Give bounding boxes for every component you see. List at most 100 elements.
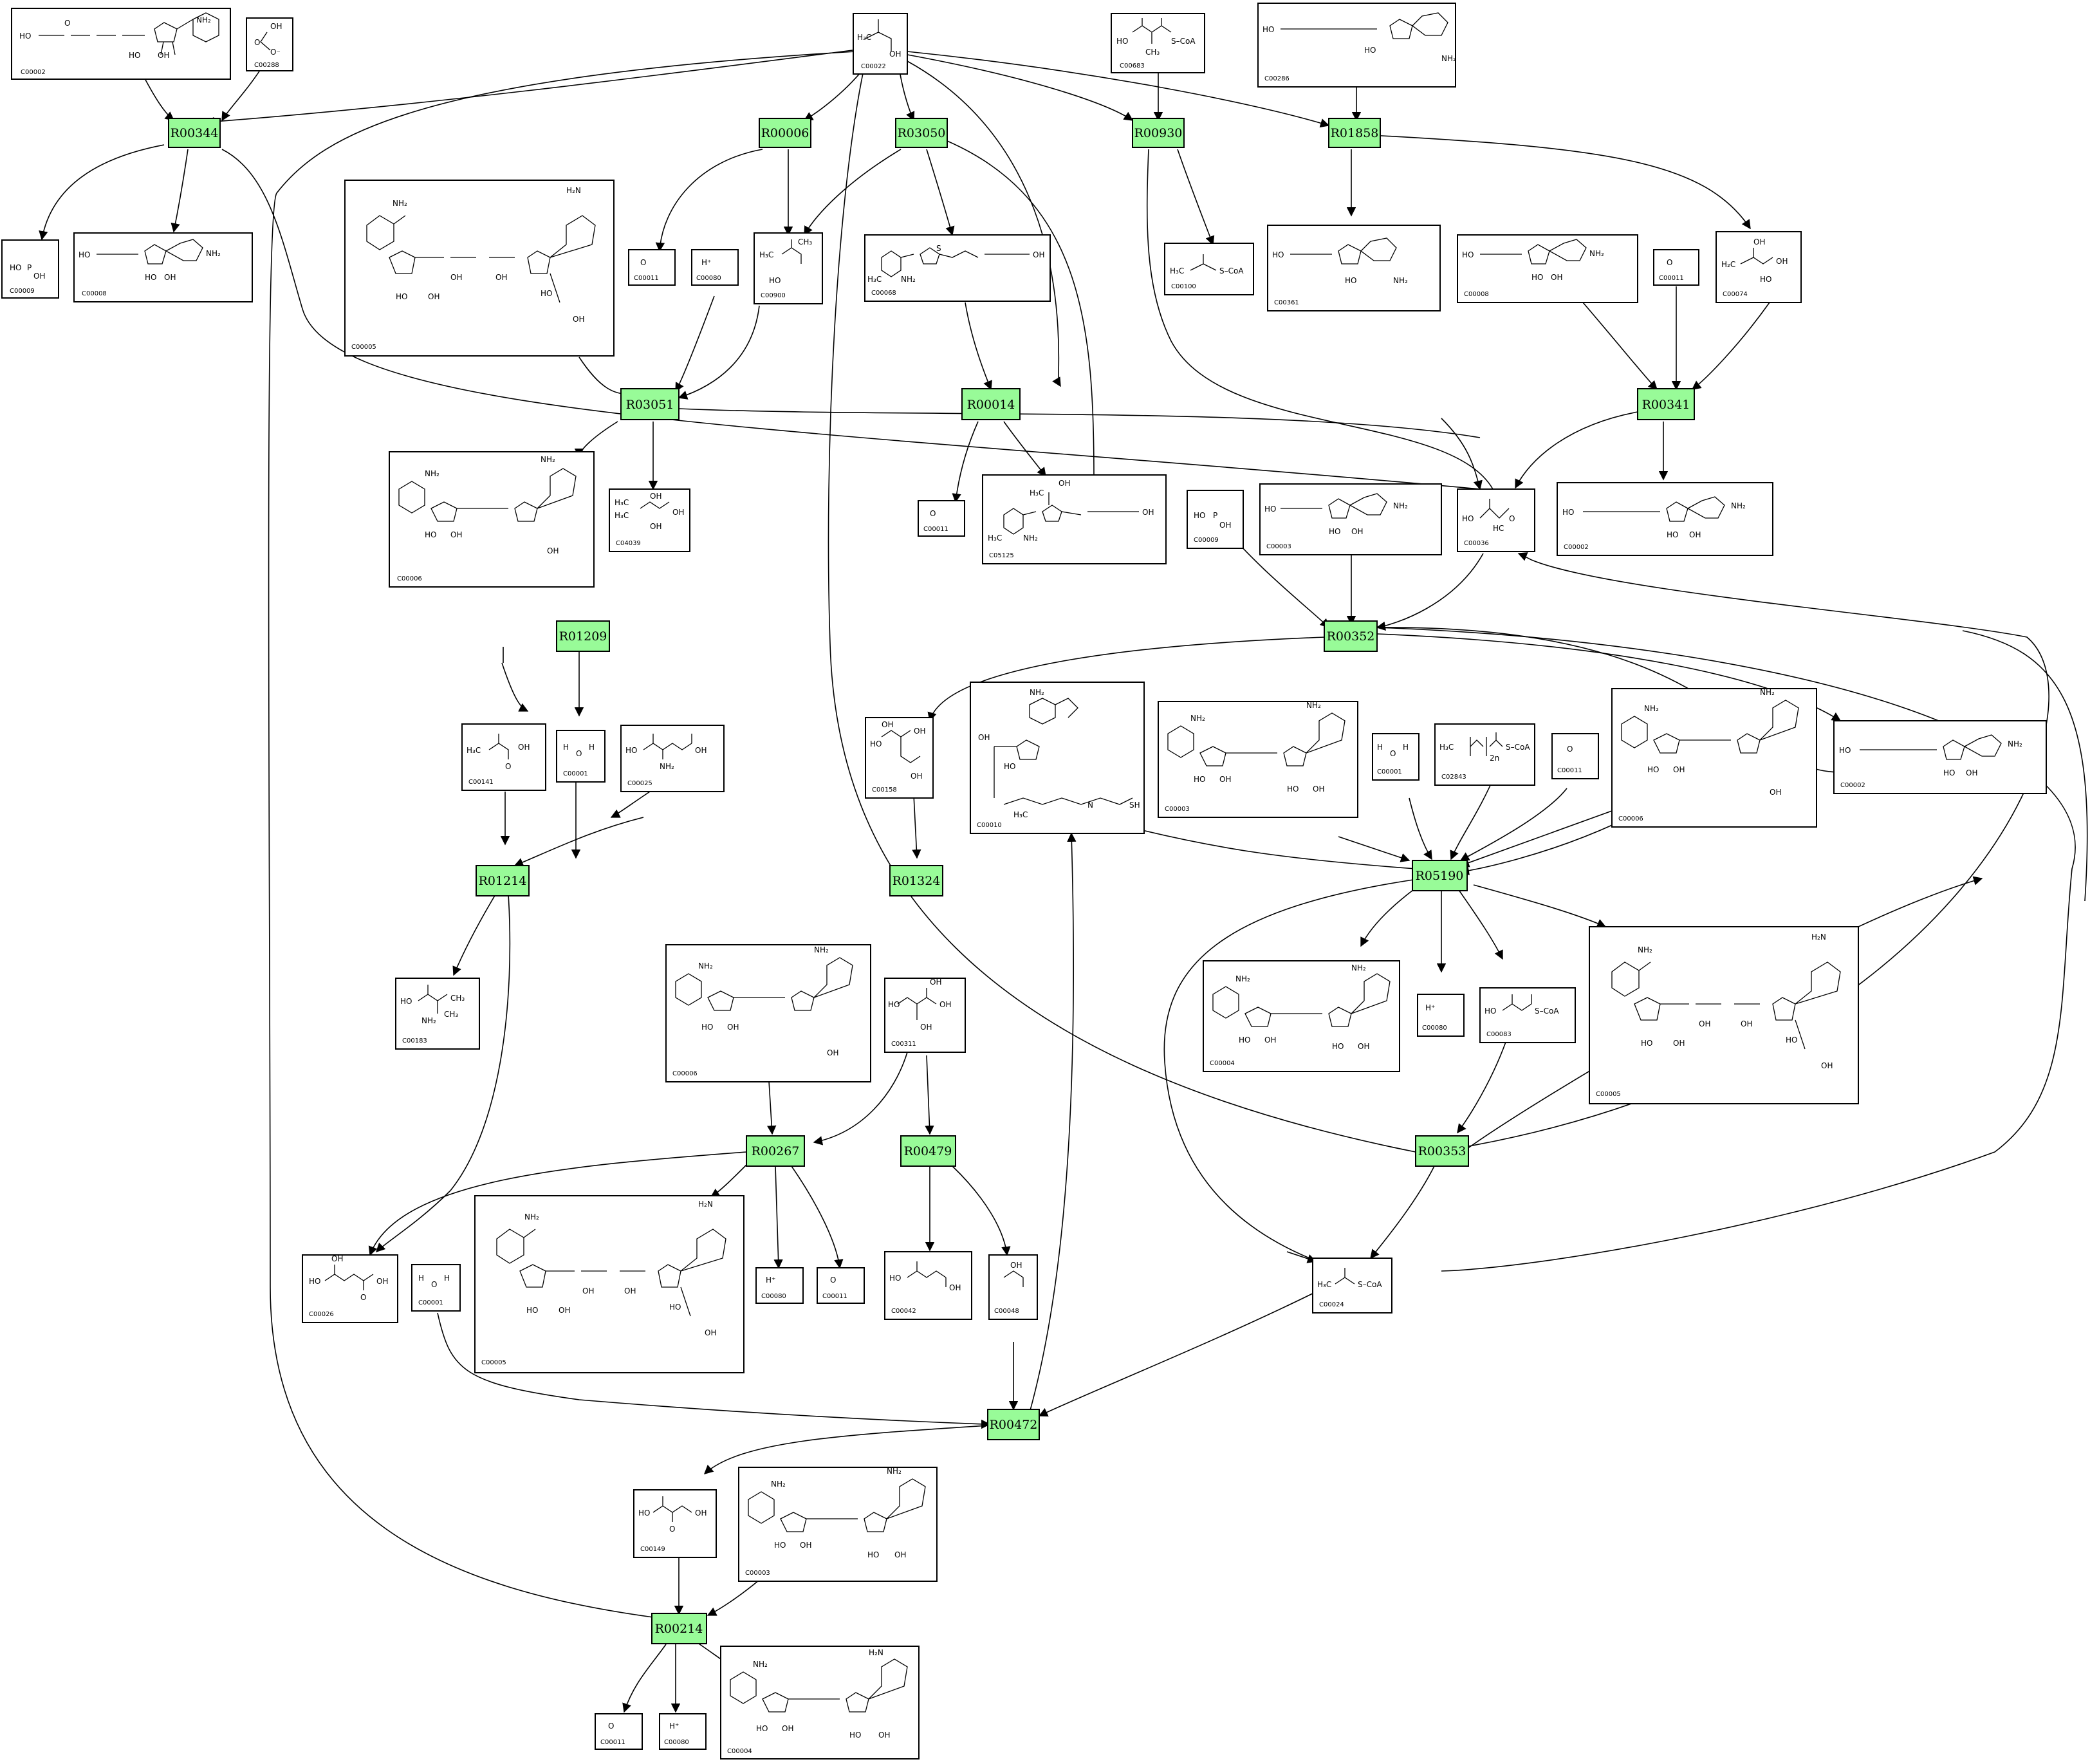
- compound-C00004[interactable]: NH₂ NH₂ HO OH HO OH C00004: [1203, 960, 1400, 1072]
- compound-C00008[interactable]: HO NH₂ HO OH C00008: [1457, 234, 1638, 303]
- compound-C00683[interactable]: HO S–CoA CH₃ C00683: [1111, 13, 1205, 73]
- compound-C00286[interactable]: HO NH₂ HO C00286: [1257, 3, 1456, 88]
- compound-C00006[interactable]: NH₂ NH₂ HO OH OH C00006: [665, 944, 871, 1082]
- atom-label: HO: [1264, 505, 1276, 514]
- compound-C05125[interactable]: H₃C OH H₃C NH₂ OH C05125: [982, 474, 1167, 564]
- reaction-label: R00344: [171, 126, 219, 140]
- compound-C00002[interactable]: HO NH₂ HO OH C00002: [1833, 720, 2047, 794]
- compound-C00011[interactable]: O C00011: [1551, 733, 1599, 779]
- atom-label: OH: [559, 1306, 570, 1315]
- compound-C00003[interactable]: NH₂ NH₂ HO OH HO OH C00003: [1158, 701, 1358, 818]
- compound-id-label: C00068: [871, 290, 896, 297]
- compound-C00141[interactable]: H₃C OH O C00141: [461, 723, 546, 791]
- compound-C00002[interactable]: HO O NH₂ HO OH C00002: [11, 8, 231, 80]
- compound-C00361[interactable]: HO NH₂ HO C00361: [1267, 225, 1441, 311]
- compound-C00158[interactable]: OH OH HO OH C00158: [865, 717, 934, 799]
- compound-C00042[interactable]: HO OH C00042: [884, 1251, 972, 1320]
- compound-C00003[interactable]: HO NH₂ HO OH C00003: [1259, 483, 1442, 555]
- compound-C00100[interactable]: H₃C S–CoA C00100: [1164, 243, 1254, 295]
- atom-label: P: [1213, 511, 1217, 520]
- compound-C00074[interactable]: OH H₂C OH HO C00074: [1715, 231, 1802, 303]
- compound-C00001[interactable]: H O H C00001: [556, 730, 606, 783]
- compound-C00036[interactable]: HO O HC C00036: [1457, 488, 1535, 552]
- reaction-R00353[interactable]: R00353: [1415, 1135, 1469, 1167]
- compound-C00011[interactable]: O C00011: [817, 1267, 865, 1304]
- reaction-R01214[interactable]: R01214: [476, 865, 530, 896]
- compound-C00025[interactable]: HO OH NH₂ C00025: [620, 725, 725, 792]
- compound-id-label: C00005: [1596, 1091, 1621, 1098]
- reaction-label: R00014: [967, 398, 1015, 412]
- atom-label: NH₂: [1441, 54, 1456, 63]
- compound-C00006[interactable]: NH₂ NH₂ HO OH OH C00006: [1611, 688, 1817, 828]
- compound-C00080[interactable]: H⁺ C00080: [755, 1267, 804, 1304]
- compound-C00003[interactable]: NH₂ NH₂ HO OH HO OH C00003: [738, 1467, 938, 1582]
- compound-C00022[interactable]: H₃C OH C00022: [853, 13, 908, 75]
- compound-C00026[interactable]: HO OH OH O C00026: [302, 1254, 398, 1323]
- compound-C00011[interactable]: O C00011: [1653, 249, 1699, 286]
- atom-label: H₃C: [615, 498, 629, 507]
- reaction-R00472[interactable]: R00472: [987, 1409, 1040, 1440]
- compound-C00005[interactable]: NH₂ H₂N HO OH OH OH HO OH C00005: [1589, 926, 1859, 1104]
- atom-label: NH₂: [524, 1212, 539, 1221]
- compound-C02843[interactable]: H₃C S–CoA 2n C02843: [1434, 723, 1535, 786]
- compound-C00288[interactable]: OH O O⁻ C00288: [246, 17, 293, 71]
- compound-C00011[interactable]: O C00011: [595, 1713, 643, 1750]
- atom-label: O: [505, 762, 511, 771]
- compound-C00011[interactable]: O C00011: [628, 249, 676, 286]
- compound-C00011[interactable]: O C00011: [918, 500, 965, 537]
- reaction-R00006[interactable]: R00006: [759, 118, 811, 148]
- compound-C00083[interactable]: HO S–CoA C00083: [1479, 987, 1576, 1043]
- compound-C00009[interactable]: HO P OH C00009: [1, 239, 59, 299]
- reaction-R03050[interactable]: R03050: [895, 118, 948, 148]
- compound-C00183[interactable]: HO CH₃ CH₃ NH₂ C00183: [395, 978, 480, 1050]
- atom-label: S–CoA: [1358, 1280, 1382, 1289]
- compound-C00002[interactable]: HO NH₂ HO OH C00002: [1557, 482, 1773, 556]
- compound-C04039[interactable]: H₃C H₃C OH OH OH C04039: [609, 488, 690, 552]
- reaction-R03051[interactable]: R03051: [620, 388, 680, 420]
- reaction-label: R00214: [655, 1622, 703, 1636]
- atom-label: S–CoA: [1506, 743, 1530, 752]
- reaction-R00341[interactable]: R00341: [1637, 388, 1695, 420]
- reaction-R00344[interactable]: R00344: [168, 118, 221, 148]
- reaction-R01858[interactable]: R01858: [1328, 118, 1381, 148]
- reaction-R01209[interactable]: R01209: [556, 620, 610, 652]
- compound-C00068[interactable]: H₃C NH₂ S OH C00068: [864, 234, 1051, 302]
- compound-C00005[interactable]: NH₂ H₂N HO OH OH OH HO OH C00005: [474, 1195, 744, 1373]
- reaction-R00930[interactable]: R00930: [1132, 118, 1185, 148]
- compound-C00006[interactable]: NH₂ NH₂ HO OH OH C00006: [389, 451, 595, 588]
- compound-C00001[interactable]: H O H C00001: [1372, 733, 1420, 781]
- reaction-R00479[interactable]: R00479: [900, 1135, 956, 1167]
- reaction-R00267[interactable]: R00267: [746, 1135, 805, 1167]
- atom-label: OH: [914, 727, 925, 736]
- compound-C00149[interactable]: HO OH O C00149: [633, 1489, 717, 1558]
- reaction-R01324[interactable]: R01324: [889, 865, 943, 896]
- compound-C00048[interactable]: OH C00048: [988, 1254, 1038, 1320]
- reaction-R00352[interactable]: R00352: [1324, 620, 1378, 652]
- atom-label: NH₂: [393, 199, 407, 208]
- atom-label: OH: [939, 1000, 951, 1009]
- atom-label: CH₃: [450, 994, 465, 1003]
- compound-C00001[interactable]: H O H C00001: [411, 1264, 461, 1312]
- atom-label: OH: [1699, 1019, 1710, 1028]
- compound-C00311[interactable]: HO OH OH OH C00311: [884, 978, 966, 1053]
- atom-label: OH: [1264, 1035, 1276, 1044]
- reaction-R00014[interactable]: R00014: [961, 388, 1021, 420]
- compound-C00008[interactable]: HO NH₂ HO OH C00008: [73, 232, 253, 302]
- atom-label: H₂N: [869, 1648, 883, 1657]
- compound-C00080[interactable]: H⁺ C00080: [691, 249, 739, 286]
- compound-C00010[interactable]: NH₂ OH HO H₃C N SH C00010: [970, 682, 1145, 834]
- compound-C00004[interactable]: NH₂ H₂N HO OH HO OH C00004: [720, 1646, 920, 1759]
- compound-C00009[interactable]: HO P OH C00009: [1187, 490, 1244, 549]
- compound-C00005[interactable]: NH₂ HO OH OH OH H₂N HO OH C00005: [344, 180, 615, 357]
- atom-label: S–CoA: [1535, 1007, 1559, 1016]
- atom-label: HO: [1760, 275, 1771, 284]
- compound-C00024[interactable]: H₃C S–CoA C00024: [1312, 1258, 1392, 1314]
- reaction-R05190[interactable]: R05190: [1412, 860, 1468, 891]
- compound-C00080[interactable]: H⁺ C00080: [659, 1713, 707, 1750]
- reaction-R00214[interactable]: R00214: [651, 1613, 707, 1644]
- atom-label: HO: [526, 1306, 538, 1315]
- compound-C00900[interactable]: H₃C CH₃ HO C00900: [754, 232, 823, 304]
- atom-label: NH₂: [660, 762, 674, 771]
- atom-label: NH₂: [1393, 501, 1408, 510]
- compound-C00080[interactable]: H⁺ C00080: [1417, 994, 1465, 1037]
